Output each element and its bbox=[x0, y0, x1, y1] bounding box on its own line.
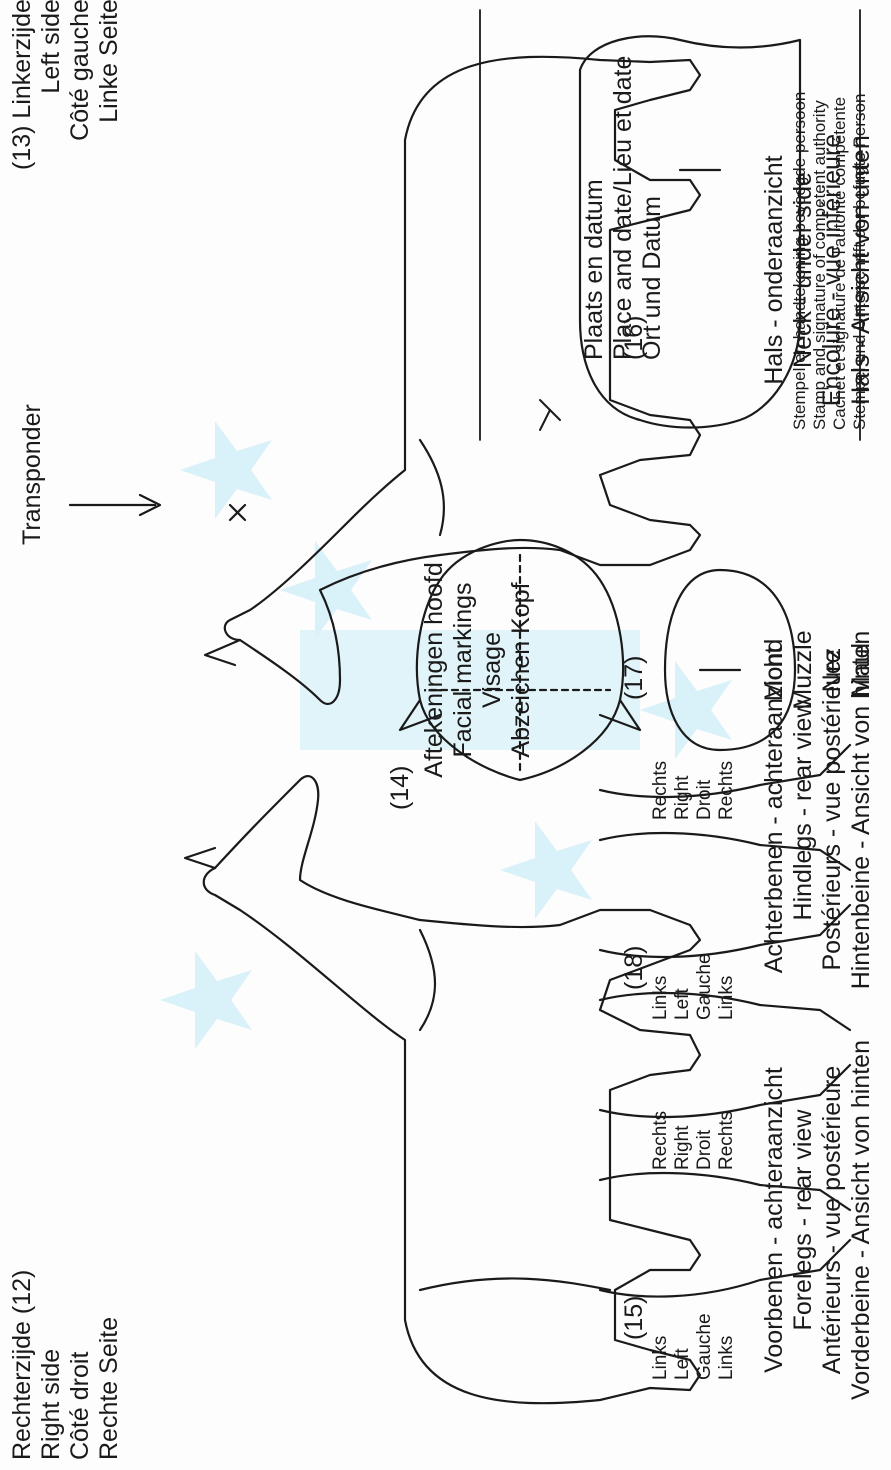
forelegs-label: Voorbenen - achteraanzicht Forelegs - re… bbox=[760, 990, 876, 1450]
place-date-label: Plaats en datum Place and date/Lieu et d… bbox=[580, 56, 667, 360]
facial-markings-label: Aftekeningen hoofd Facial markings Visag… bbox=[420, 530, 536, 810]
left-side-label: (13) Linkerzijde Left side Côté gauche L… bbox=[8, 0, 124, 170]
transponder-mark bbox=[230, 505, 245, 520]
forelegs-number: (15) bbox=[620, 1296, 649, 1340]
forelegs-rechts-label: RechtsRightDroitRechts bbox=[650, 1111, 738, 1170]
transponder-label: Transponder bbox=[18, 404, 47, 545]
stamp-signature-label: Stempel en handtekening bevoegde persoon… bbox=[790, 92, 870, 430]
hindlegs-number: (18) bbox=[620, 946, 649, 990]
right-side-label: Rechterzijde (12) Right side Côté droit … bbox=[8, 1270, 124, 1460]
hindlegs-rechts-label: RechtsRightDroitRechts bbox=[650, 761, 738, 820]
hindlegs-links-label: LinksLeftGaucheLinks bbox=[650, 953, 738, 1020]
muzzle-number: (17) bbox=[620, 656, 649, 700]
forelegs-links-label: LinksLeftGaucheLinks bbox=[650, 1313, 738, 1380]
transponder-arrow bbox=[70, 495, 160, 515]
muzzle-label: Mond Muzzle Nez Maul bbox=[760, 620, 876, 720]
facial-number: (14) bbox=[386, 766, 415, 810]
